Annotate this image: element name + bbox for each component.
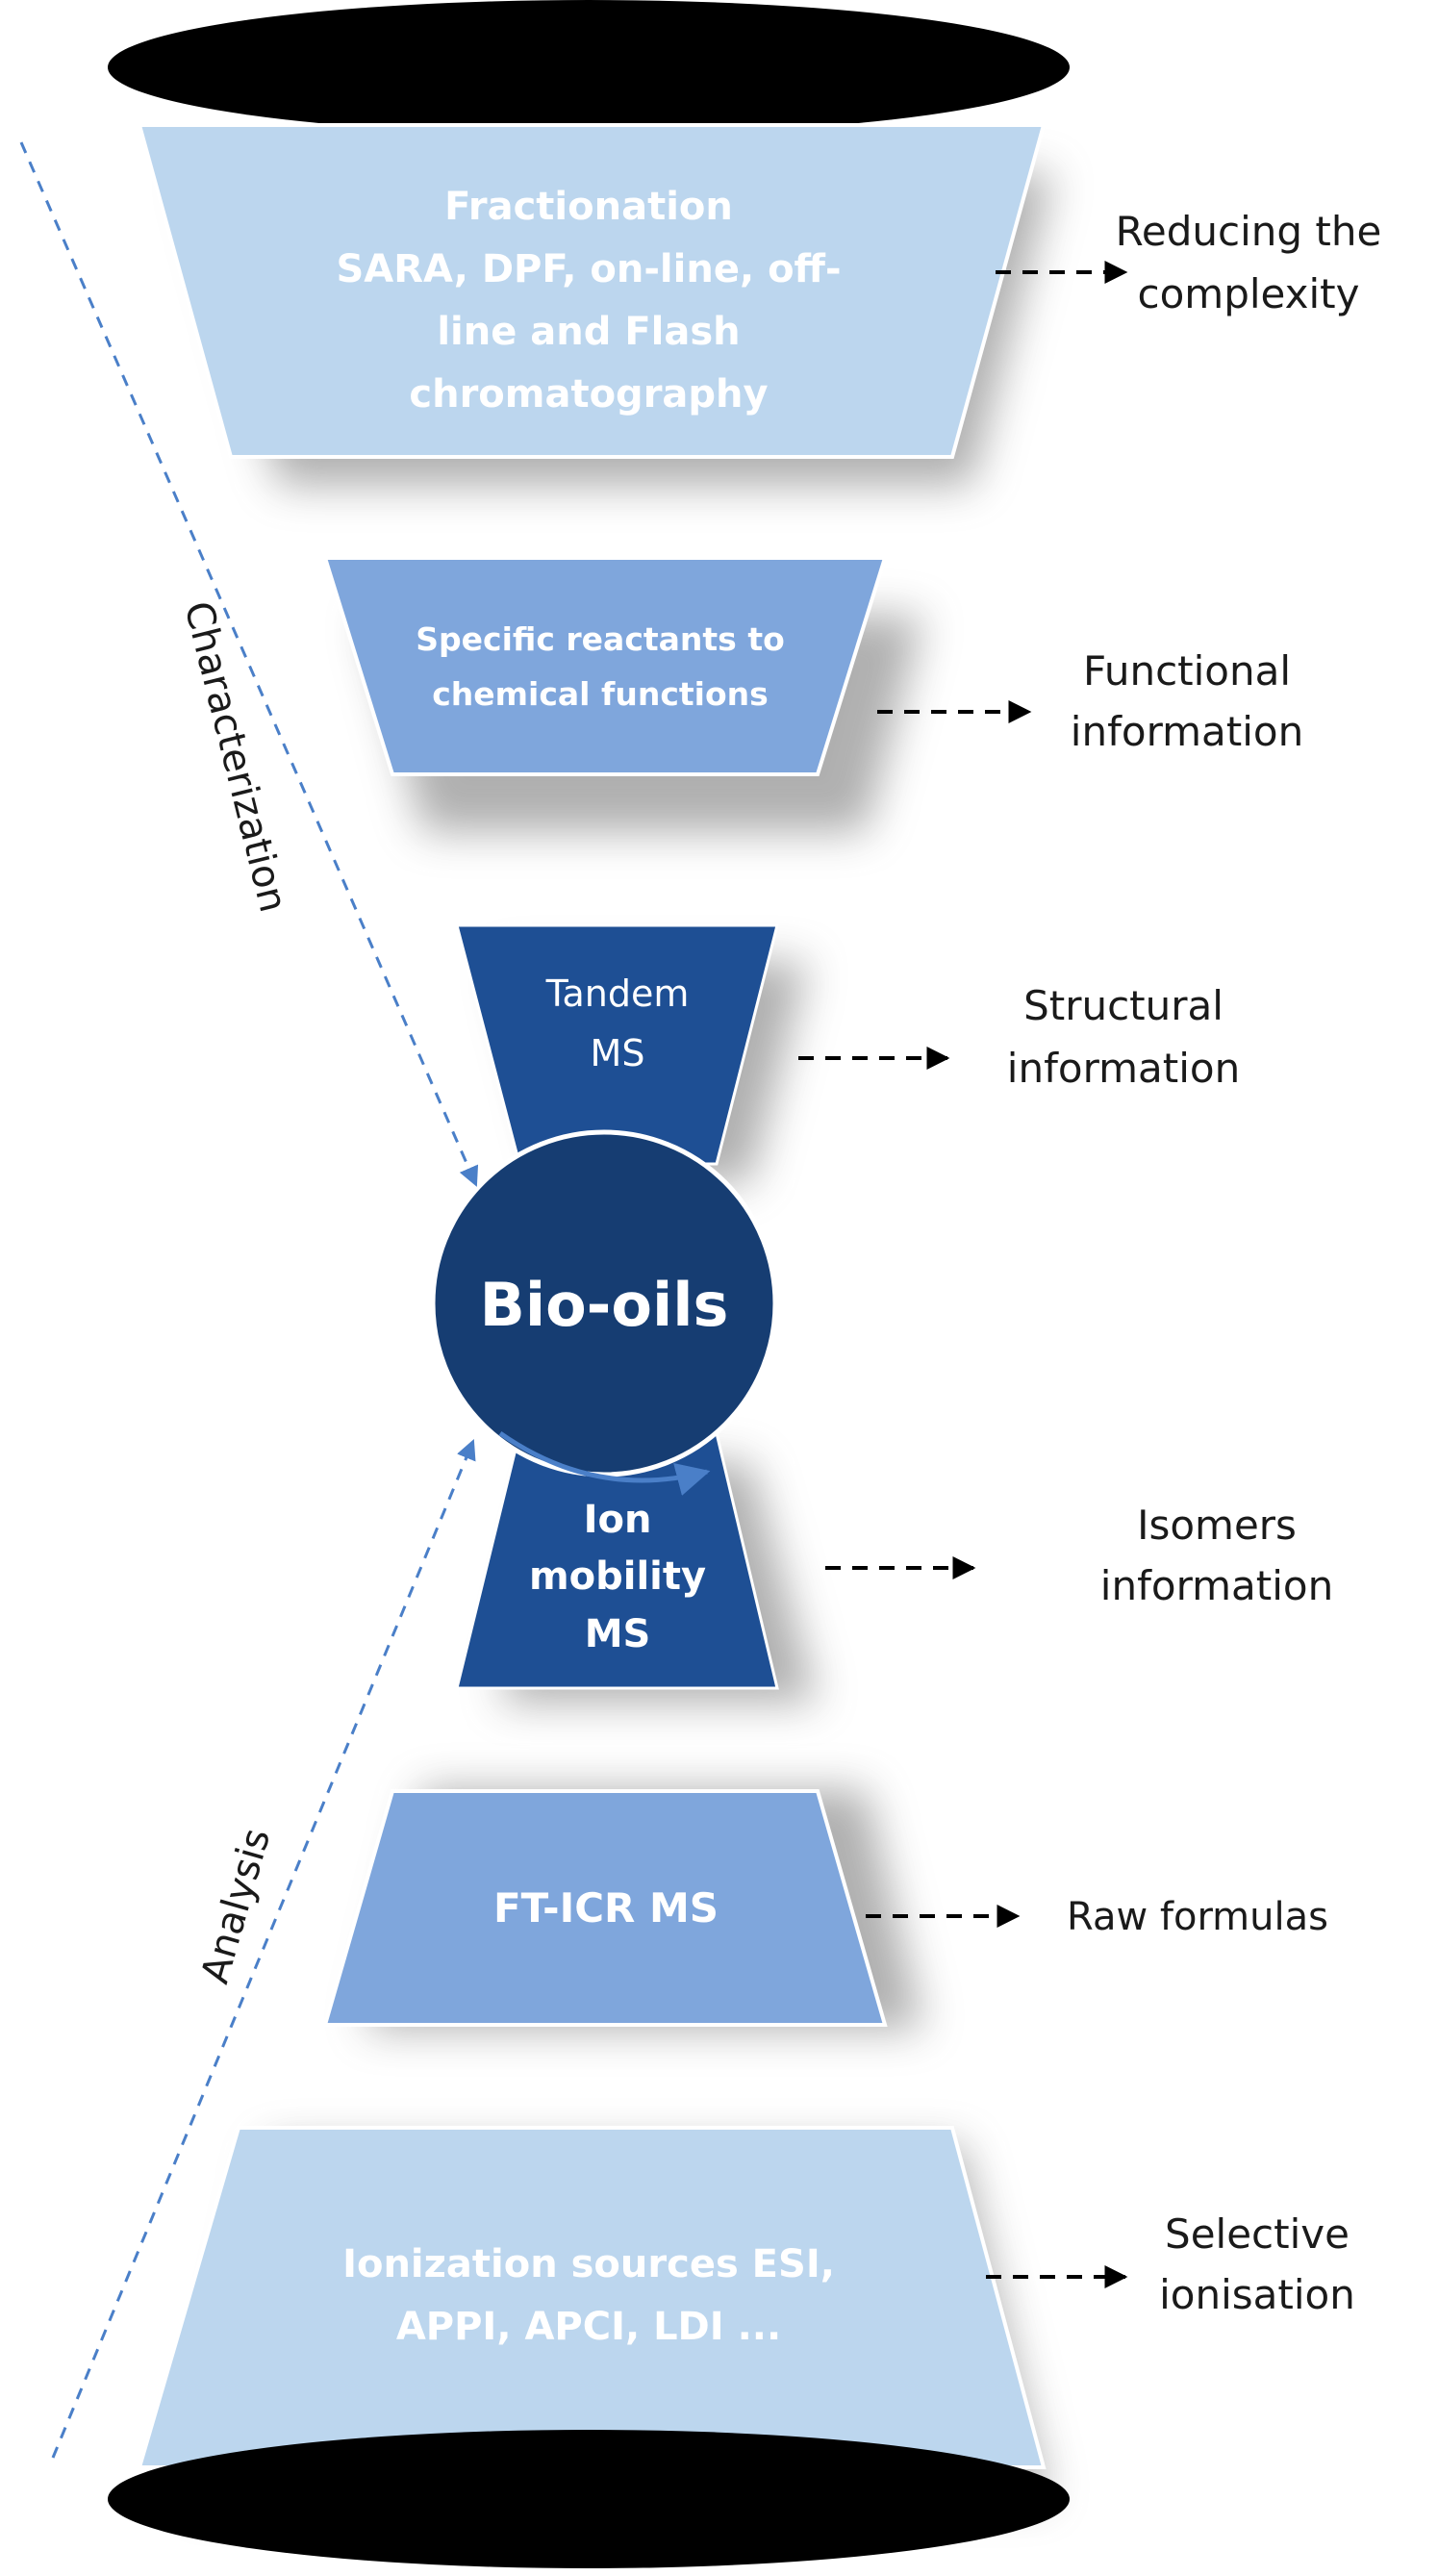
stage-ionization-line2: APPI, APCI, LDI ...	[396, 2305, 781, 2349]
stage-reactants: Specific reactants to chemical functions	[322, 556, 923, 832]
stage-fticr-shape	[322, 1789, 888, 2027]
stage-reactants-shape	[322, 556, 888, 776]
stage-fractionation-shape	[137, 123, 1047, 459]
stage-ionization-line1: Ionization sources ESI,	[342, 2242, 835, 2286]
stage-ion-mobility: Ion mobility MS	[455, 1431, 818, 1703]
stage-ion-mobility-line3: MS	[585, 1612, 651, 1656]
stage-tandem-line1: Tandem	[545, 972, 690, 1015]
outcome-selective-line2: ionisation	[1159, 2271, 1355, 2318]
outcome-functional-line2: information	[1071, 708, 1303, 755]
analysis-label: Analysis	[193, 1824, 280, 1988]
outcome-isomers-line1: Isomers	[1137, 1502, 1297, 1549]
outcome-raw: Raw formulas	[1067, 1895, 1328, 1939]
stage-tandem-line2: MS	[591, 1032, 645, 1074]
outcome-raw-line1: Raw formulas	[1067, 1895, 1328, 1939]
outcome-structural-line1: Structural	[1023, 982, 1224, 1029]
outcome-functional-line1: Functional	[1083, 647, 1291, 695]
outcome-structural-line2: information	[1007, 1045, 1240, 1092]
stage-fticr: FT-ICR MS	[322, 1789, 923, 2030]
stage-fticr-line1: FT-ICR MS	[493, 1884, 719, 1932]
stage-tandem: Tandem MS	[455, 923, 808, 1183]
outcome-isomers-line2: information	[1100, 1562, 1333, 1609]
outcome-structural: Structural information	[1007, 982, 1240, 1092]
stage-ionization-shape	[137, 2126, 1047, 2469]
center-circle	[430, 1129, 778, 1477]
stage-ion-mobility-line2: mobility	[529, 1554, 706, 1599]
stage-fractionation-line1: Fractionation	[444, 185, 733, 229]
stage-reactants-line1: Specific reactants to	[416, 620, 785, 658]
stage-fractionation-line2: SARA, DPF, on-line, off-	[336, 247, 841, 291]
stage-fractionation-line4: chromatography	[409, 372, 768, 417]
analysis-arrow	[51, 1439, 476, 2459]
center-label: Bio-oils	[480, 1270, 729, 1340]
outcome-selective: Selective ionisation	[1159, 2210, 1355, 2318]
center-circular-arrow	[498, 1430, 711, 1496]
stage-fractionation: Fractionation SARA, DPF, on-line, off- l…	[137, 123, 1053, 486]
outcome-complexity: Reducing the complexity	[1116, 208, 1382, 317]
outcome-selective-line1: Selective	[1165, 2210, 1350, 2258]
top-ellipse	[108, 0, 1070, 135]
center-node: Bio-oils	[430, 1129, 778, 1496]
stage-tandem-shape	[455, 923, 779, 1166]
stage-reactants-line2: chemical functions	[432, 675, 769, 713]
stage-ionization: Ionization sources ESI, APPI, APCI, LDI …	[137, 2126, 1048, 2501]
outcome-complexity-line2: complexity	[1138, 270, 1360, 317]
outcome-isomers: Isomers information	[1100, 1502, 1333, 1609]
stage-ion-mobility-line1: Ion	[584, 1498, 652, 1542]
characterization-label: Characterization	[175, 597, 295, 917]
stage-fractionation-line3: line and Flash	[437, 310, 740, 354]
outcome-complexity-line1: Reducing the	[1116, 208, 1382, 255]
outcome-functional: Functional information	[1071, 647, 1303, 755]
bottom-ellipse	[108, 2430, 1070, 2568]
